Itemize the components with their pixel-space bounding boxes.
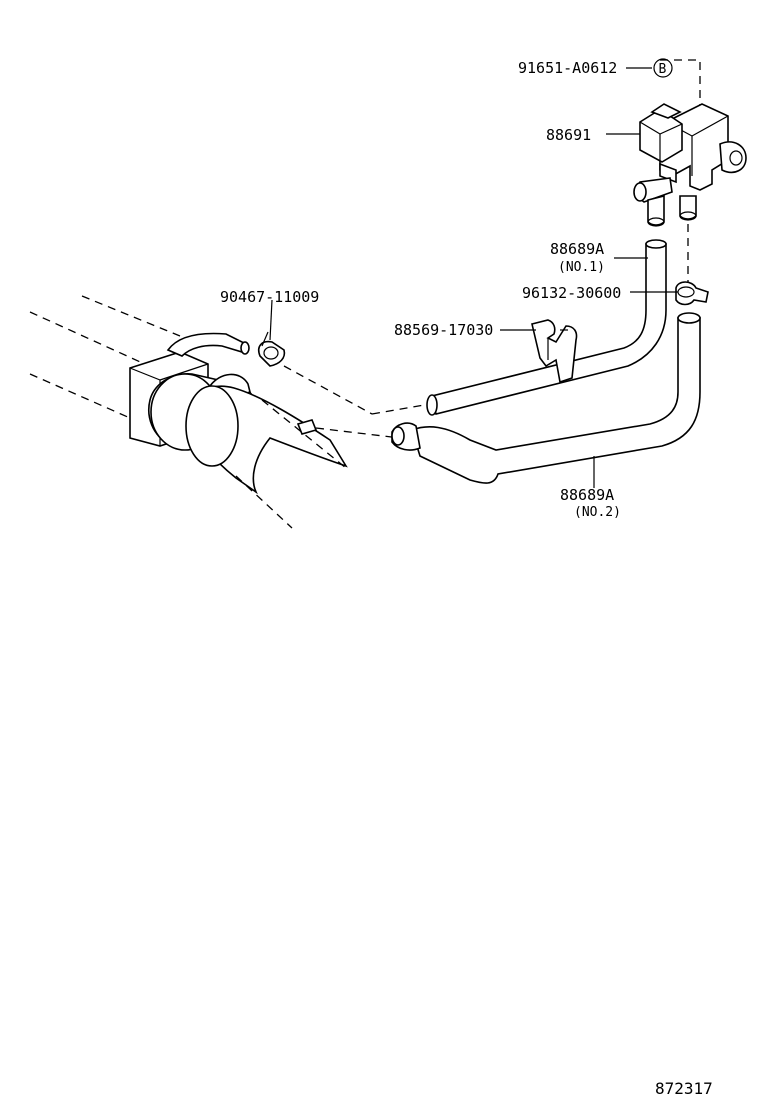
leader-lines [269, 67, 678, 488]
note-no2: (NO.2) [574, 505, 621, 520]
diagram-reference-number: 872317 [655, 1079, 713, 1098]
routing-lines [283, 59, 701, 439]
label-88569-17030: 88569-17030 [394, 321, 493, 339]
label-88689a-no1: 88689A [550, 240, 604, 258]
note-no1: (NO.1) [558, 260, 605, 275]
label-88689a-no2: 88689A [560, 486, 614, 504]
canister-assembly [29, 295, 348, 529]
hose-clip-90467 [257, 331, 286, 367]
part-labels: 91651-A0612 B 88691 88689A (NO.1) 96132-… [220, 58, 713, 1098]
label-91651-a0612: 91651-A0612 [518, 59, 617, 77]
clamp-88569 [531, 319, 578, 384]
hose-no1 [426, 239, 667, 416]
clip-96132 [675, 281, 709, 306]
label-90467-11009: 90467-11009 [220, 288, 319, 306]
vsv-valve-88691 [633, 103, 747, 227]
label-88691: 88691 [546, 126, 591, 144]
label-96132-30600: 96132-30600 [522, 284, 621, 302]
marker-b-circle [653, 58, 673, 78]
marker-b-text: B [659, 62, 667, 77]
hose-no2 [391, 312, 701, 484]
